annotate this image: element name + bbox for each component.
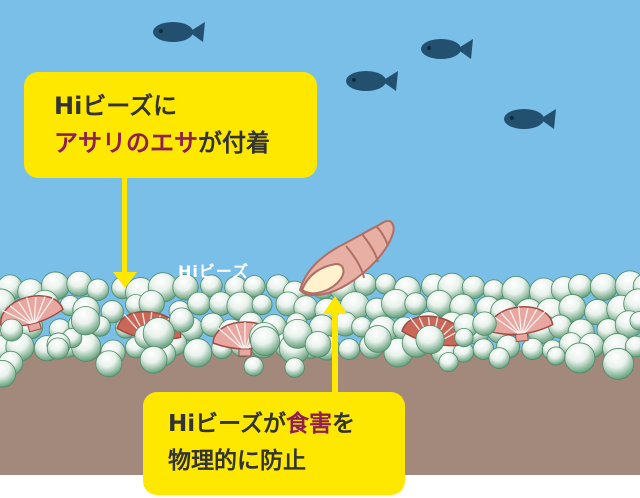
bead-icon: [0, 360, 17, 388]
bead-icon: [86, 278, 110, 301]
bead-icon: [602, 348, 635, 380]
snail-icon: [298, 220, 395, 297]
snail-whorl-1: [345, 245, 365, 279]
callout-top-line2-rest: が付着: [198, 129, 270, 157]
bead-icon: [183, 338, 213, 368]
callout-bottom-line1-end: を: [331, 411, 355, 437]
bead-icon: [70, 306, 101, 336]
callout-bottom-highlight: 食害: [285, 411, 332, 437]
bead-icon: [624, 335, 640, 358]
bead-icon: [46, 337, 69, 360]
fish-group: [153, 22, 556, 129]
clam-icon: [488, 306, 554, 343]
snail-opening: [300, 262, 345, 295]
beads-front-layer: [0, 306, 640, 388]
bead-icon: [521, 337, 544, 361]
callout-top-line2: アサリのエサが付着: [54, 125, 317, 162]
callout-top-highlight: アサリのエサ: [54, 129, 198, 157]
bead-icon: [0, 318, 24, 342]
callout-predation-prevention: Hiビーズが食害を 物理的に防止: [143, 392, 405, 495]
fish-icon: [421, 39, 473, 59]
snail-whorl-3: [375, 225, 389, 247]
callout-bottom-line2: 物理的に防止: [168, 448, 306, 474]
bead-icon: [139, 345, 168, 374]
bead-icon: [415, 325, 445, 355]
bead-icon: [250, 326, 281, 357]
bead-icon: [187, 291, 211, 316]
bead-icon: [404, 292, 427, 316]
bead-icon: [438, 352, 459, 373]
callout-beads-feed: Hiビーズに アサリのエサが付着: [24, 72, 317, 178]
bead-icon: [100, 300, 124, 324]
bead-icon: [564, 342, 596, 374]
bead-icon: [243, 356, 264, 377]
bead-icon: [363, 325, 392, 353]
bead-icon: [304, 331, 332, 358]
beads-label: Hiビーズ: [178, 262, 250, 281]
bead-icon: [95, 350, 123, 378]
bead-icon: [454, 327, 474, 348]
bead-icon: [284, 357, 305, 378]
bead-icon: [251, 294, 273, 316]
fish-icon: [504, 109, 556, 129]
bead-icon: [488, 347, 511, 369]
bead-icon: [472, 311, 497, 336]
bead-icon: [546, 346, 566, 366]
fish-icon: [153, 22, 205, 42]
callout-bottom-line1-start: Hiビーズが: [168, 411, 286, 437]
snail-whorl-2: [361, 233, 379, 263]
callout-top-line1: Hiビーズに: [54, 92, 178, 120]
bead-icon: [629, 311, 640, 331]
bead-icon: [142, 317, 175, 350]
arrow-up: [323, 296, 347, 396]
bead-icon: [243, 275, 266, 298]
bead-icon: [169, 307, 195, 333]
bead-icon: [172, 274, 199, 301]
clam-icon: [0, 294, 64, 333]
fish-icon: [346, 71, 398, 91]
bead-icon: [589, 273, 618, 301]
arrow-down: [113, 172, 137, 288]
bead-icon: [338, 338, 360, 361]
callout-bottom-line1: Hiビーズが食害を: [168, 406, 405, 443]
